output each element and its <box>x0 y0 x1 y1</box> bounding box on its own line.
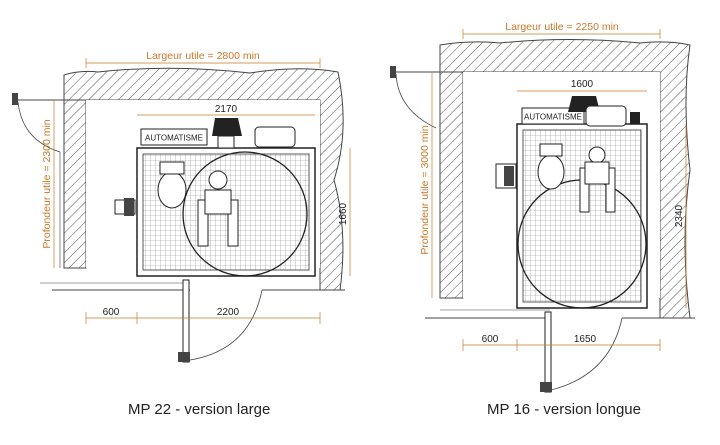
right-automatisme-label: AUTOMATISME <box>524 113 582 122</box>
right-dim-bottom-left-label: 600 <box>482 334 499 345</box>
left-dim-side-label: 1660 <box>338 202 349 225</box>
left-caption: MP 22 - version large <box>128 401 271 418</box>
left-profondeur-label: Profondeur utile = 2300 min <box>41 119 53 248</box>
left-dim-top-label: 2170 <box>215 104 238 115</box>
right-plan: AUTOMATISME <box>390 21 695 393</box>
right-dim-side-label: 2340 <box>674 204 685 227</box>
right-largeur-label: Largeur utile = 2250 min <box>505 21 619 33</box>
left-plan: AUTOMATISME <box>12 50 351 363</box>
right-caption: MP 16 - version longue <box>487 401 641 418</box>
right-profondeur-label: Profondeur utile = 3000 min <box>419 125 431 254</box>
left-dim-bottom-right-label: 2200 <box>217 307 240 318</box>
left-wall <box>63 67 344 291</box>
left-largeur-label: Largeur utile = 2800 min <box>146 50 260 62</box>
right-dim-top-label: 1600 <box>571 79 594 90</box>
left-automatisme-label: AUTOMATISME <box>145 134 203 143</box>
left-dim-bottom-left-label: 600 <box>103 307 120 318</box>
right-dim-bottom-right-label: 1650 <box>574 334 597 345</box>
